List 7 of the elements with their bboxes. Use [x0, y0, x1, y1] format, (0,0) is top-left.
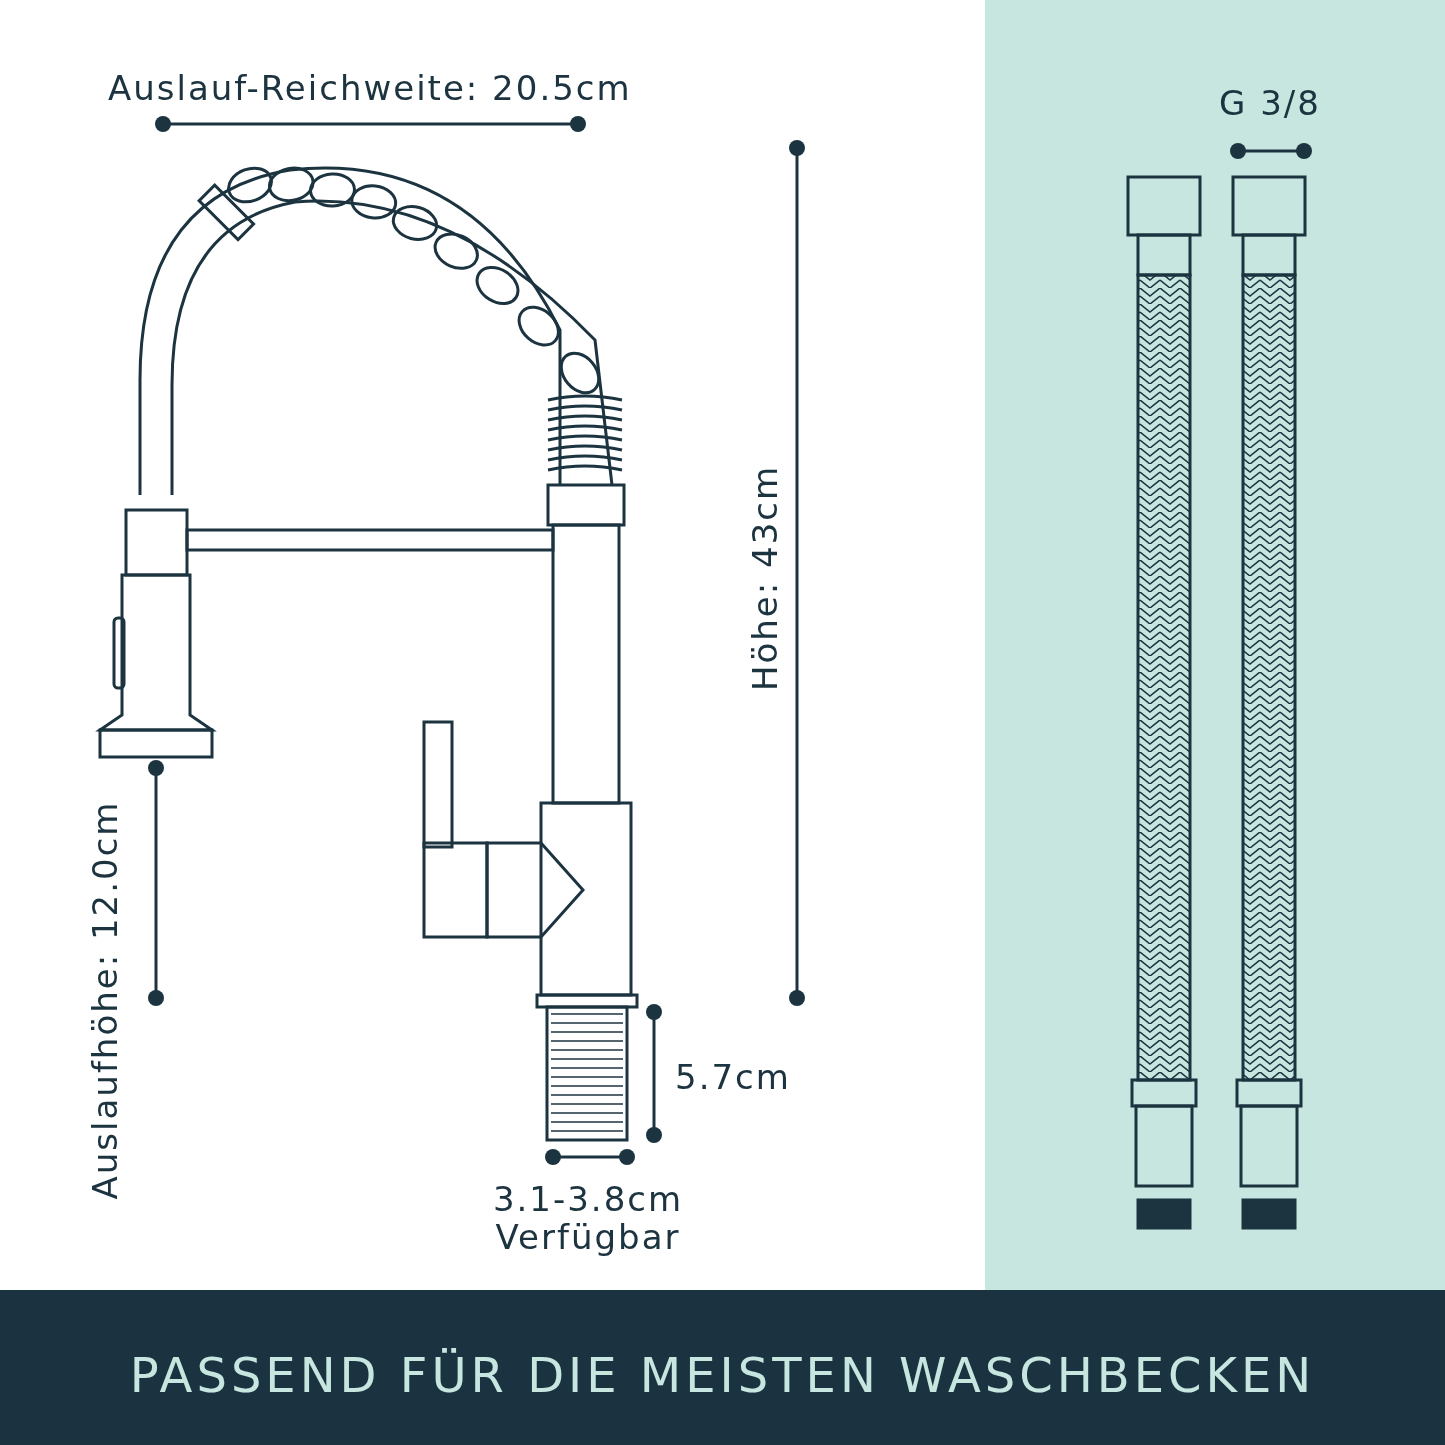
dimension-label: G 3/8 — [1219, 84, 1321, 122]
dimension-label: Auslauf-Reichweite: 20.5cm — [108, 69, 632, 107]
dimension-label: 3.1-3.8cm Verfügbar — [491, 1180, 685, 1256]
dimension-label: Auslaufhöhe: 12.0cm — [85, 800, 124, 1200]
caption: PASSEND FÜR DIE MEISTEN WASCHBECKEN — [128, 1346, 1317, 1405]
dimension-label: Höhe: 43cm — [746, 464, 785, 692]
dimension-label: 5.7cm — [675, 1058, 791, 1096]
